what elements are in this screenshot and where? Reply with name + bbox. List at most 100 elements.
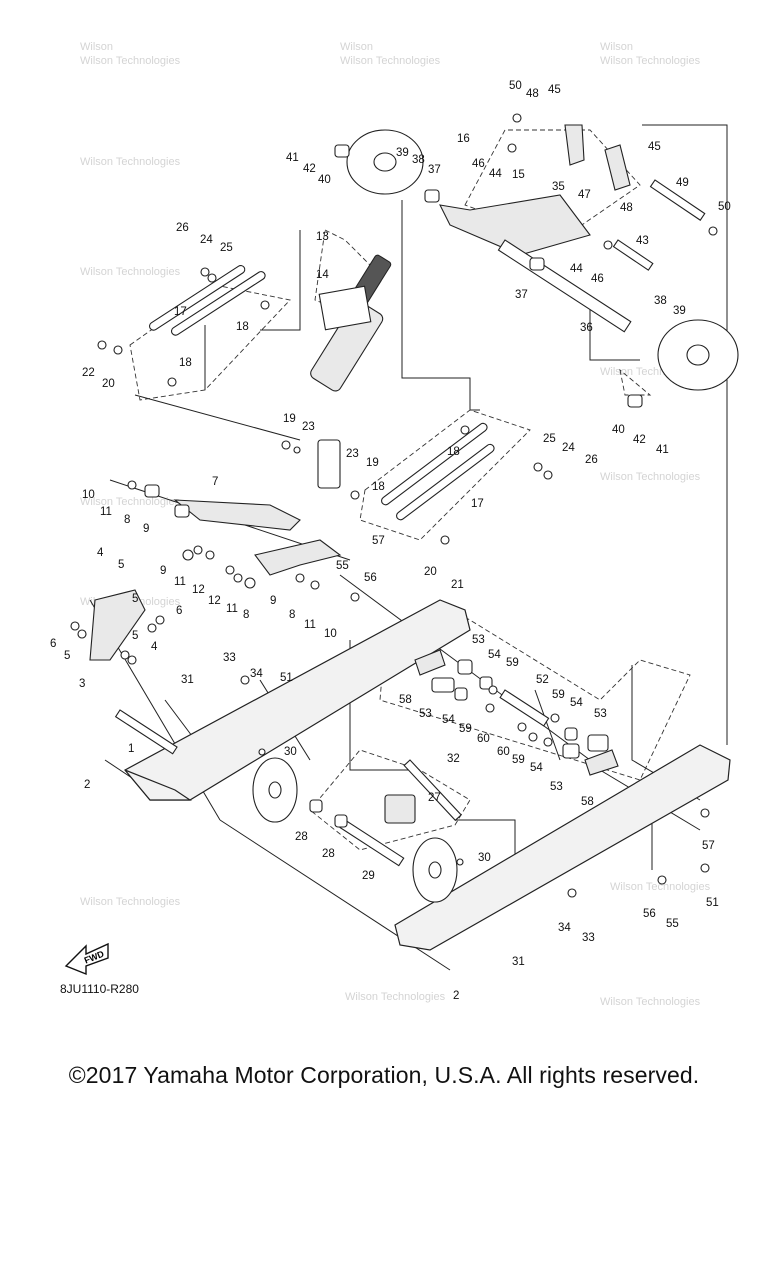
callout: 29 [362, 870, 375, 882]
callout: 24 [562, 442, 575, 454]
callout: 14 [316, 269, 329, 281]
callout: 50 [718, 201, 731, 213]
watermark: Wilson Technologies [600, 55, 701, 67]
callout: 53 [472, 634, 485, 646]
shock-absorber [310, 254, 392, 489]
callout: 18 [236, 321, 249, 333]
callout: 34 [558, 922, 571, 934]
callout: 18 [179, 357, 192, 369]
callout: 1 [128, 743, 134, 755]
callout: 42 [633, 434, 646, 446]
svg-text:Wilson: Wilson [80, 41, 113, 53]
callout: 9 [270, 595, 276, 607]
callout: 27 [428, 792, 441, 804]
cross-shafts [114, 689, 550, 867]
front-arm-7 [144, 484, 342, 576]
callout: 59 [552, 689, 565, 701]
shock-body [310, 300, 384, 392]
callout: 58 [399, 694, 412, 706]
callout: 25 [220, 242, 233, 254]
callout: 57 [702, 840, 715, 852]
callout: 53 [594, 708, 607, 720]
watermark: Wilson Technologies [80, 55, 181, 67]
callout: 37 [515, 289, 528, 301]
callout: 49 [676, 177, 689, 189]
callout: 50 [509, 80, 522, 92]
callout: 11 [304, 619, 316, 631]
callout: 48 [526, 88, 539, 100]
callout: 5 [64, 650, 70, 662]
spring-sleeve-14 [318, 285, 372, 331]
callout: 31 [512, 956, 525, 968]
link-17-lower [381, 422, 495, 521]
callout: 11 [100, 506, 112, 518]
callout: 45 [548, 84, 561, 96]
callout: 24 [200, 234, 213, 246]
callout: 40 [612, 424, 625, 436]
callout: 16 [457, 133, 470, 145]
callout: 54 [570, 697, 583, 709]
watermark: Wilson Technologies [80, 156, 181, 168]
callout: 19 [283, 413, 296, 425]
callout: 38 [412, 154, 425, 166]
callout: 59 [459, 723, 472, 735]
callout: 56 [364, 572, 377, 584]
callout: 55 [336, 560, 349, 572]
copyright-notice: ©2017 Yamaha Motor Corporation, U.S.A. A… [68, 1062, 700, 1088]
upper-arm [439, 194, 591, 256]
callout: 9 [143, 523, 149, 535]
callout: 2 [84, 779, 90, 791]
callout: 58 [581, 796, 594, 808]
callout: 41 [286, 152, 299, 164]
callout: 54 [442, 714, 455, 726]
callout: 53 [419, 708, 432, 720]
shaft-49 [649, 179, 706, 221]
callout: 42 [303, 163, 316, 175]
callout: 5 [132, 593, 138, 605]
callout: 59 [512, 754, 525, 766]
watermark: Wilson Technologies [80, 266, 181, 278]
callout: 28 [322, 848, 335, 860]
callout: 23 [346, 448, 359, 460]
callout: 15 [512, 169, 525, 181]
callout: 41 [656, 444, 669, 456]
callout: 12 [208, 595, 221, 607]
callout: 17 [471, 498, 484, 510]
callouts: 50 48 45 41 42 40 39 38 37 16 46 44 15 3… [50, 80, 731, 1002]
callout: 12 [192, 584, 205, 596]
arm-shaft [497, 239, 632, 333]
link-17-upper [148, 264, 266, 336]
callout: 33 [582, 932, 595, 944]
callout: 38 [654, 295, 667, 307]
fwd-arrow-icon: FWD [64, 936, 112, 981]
callout: 26 [176, 222, 189, 234]
callout: 37 [428, 164, 441, 176]
callout: 51 [280, 672, 293, 684]
callout: 45 [648, 141, 661, 153]
callout: 5 [118, 559, 124, 571]
callout: 53 [550, 781, 563, 793]
callout: 31 [181, 674, 194, 686]
callout: 30 [284, 746, 297, 758]
callout: 60 [497, 746, 510, 758]
callout: 52 [536, 674, 549, 686]
callout: 36 [580, 322, 593, 334]
callout: 33 [223, 652, 236, 664]
callout: 44 [489, 168, 502, 180]
callout: 2 [453, 990, 459, 1002]
callout: 35 [552, 181, 565, 193]
callout: 10 [324, 628, 337, 640]
watermark: Wilson Technologies [340, 55, 441, 67]
callout: 44 [570, 263, 583, 275]
slide-rail-right [394, 744, 731, 951]
watermark: Wilson Technologies [600, 471, 701, 483]
callout: 46 [472, 158, 485, 170]
callout: 59 [506, 657, 519, 669]
callout: 6 [50, 638, 56, 650]
callout: 10 [82, 489, 95, 501]
svg-text:Wilson: Wilson [340, 41, 373, 53]
rail-wheels [252, 757, 458, 903]
callout: 55 [666, 918, 679, 930]
callout: 5 [132, 630, 138, 642]
callout: 48 [620, 202, 633, 214]
